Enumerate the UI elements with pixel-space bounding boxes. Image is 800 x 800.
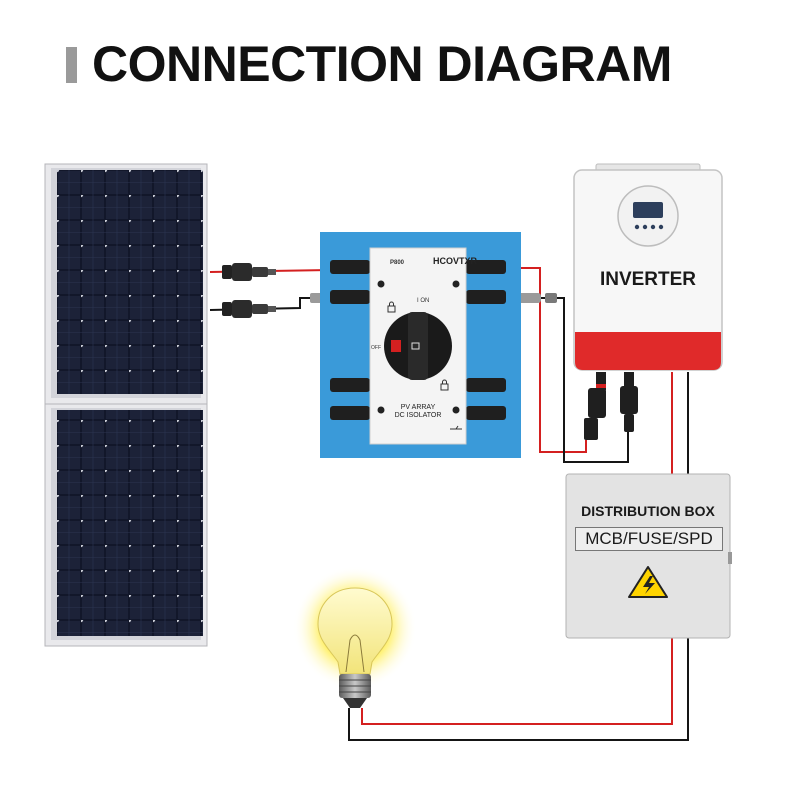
lock-icon <box>387 301 449 391</box>
wire-isolator-positive-out <box>500 267 587 453</box>
title-accent-bar <box>66 47 77 83</box>
isolator-off-label: OFF <box>371 345 381 351</box>
distribution-box-subtitle: MCB/FUSE/SPD <box>575 527 723 551</box>
solar-panel-top <box>44 163 208 405</box>
isolator-on-label: I ON <box>417 298 430 304</box>
inverter-label: INVERTER <box>599 269 697 290</box>
high-voltage-warning-icon <box>628 566 668 598</box>
isolator-caption-line2: DC ISOLATOR <box>394 412 442 419</box>
solar-panel-icon <box>44 163 208 647</box>
light-bulb-icon <box>293 566 417 708</box>
solar-panel-bottom <box>44 403 208 647</box>
distribution-box-title: DISTRIBUTION BOX <box>581 503 715 519</box>
distribution-box <box>565 473 732 639</box>
isolator-model: P800 <box>390 260 405 266</box>
wire-dist-to-bulb-black <box>348 638 689 741</box>
isolator-brand: HCOVTXR <box>433 256 478 266</box>
dc-isolator <box>320 232 521 458</box>
isolator-caption-line1: PV ARRAY <box>400 404 436 411</box>
inverter-unit <box>573 163 723 440</box>
wire-isolator-negative-out <box>500 297 629 463</box>
wire-dist-to-bulb-red <box>361 638 673 725</box>
page-title: CONNECTION DIAGRAM <box>92 36 672 92</box>
mc4-connector-icon <box>222 263 557 318</box>
